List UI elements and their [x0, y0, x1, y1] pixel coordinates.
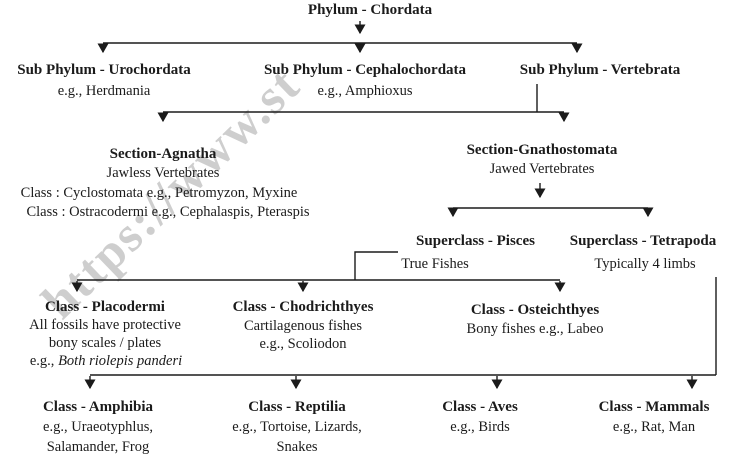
chodrichthyes-line1: Cartilagenous fishes	[244, 318, 362, 334]
placodermi-example-species: Both riolepis panderi	[58, 353, 183, 369]
cephalochordata-example: e.g., Amphioxus	[317, 83, 413, 99]
gnathostomata-subtitle: Jawed Vertebrates	[489, 161, 595, 177]
mammals-line1: e.g., Rat, Man	[612, 419, 696, 435]
agnatha-class-ostracodermi: Class : Ostracodermi e.g., Cephalaspis, …	[26, 204, 310, 220]
section-agnatha-label: Section-Agnatha	[109, 146, 217, 162]
osteichthyes-line1: Bony fishes e.g., Labeo	[466, 321, 604, 337]
reptilia-line1: e.g., Tortoise, Lizards,	[232, 419, 362, 435]
class-mammals-label: Class - Mammals	[598, 399, 710, 415]
class-osteichthyes-label: Class - Osteichthyes	[470, 302, 600, 318]
class-chodrichthyes-label: Class - Chodrichthyes	[232, 299, 374, 315]
subphylum-vertebrata-label: Sub Phylum - Vertebrata	[519, 62, 681, 78]
superclass-tetrapoda-label: Superclass - Tetrapoda	[569, 233, 717, 249]
placodermi-line1: All fossils have protective	[29, 317, 181, 333]
tetrapoda-subtitle: Typically 4 limbs	[594, 256, 696, 272]
pisces-bracket	[354, 251, 398, 280]
subphylum-urochordata-label: Sub Phylum - Urochordata	[17, 62, 191, 78]
placodermi-example-prefix: e.g.,	[29, 353, 59, 369]
urochordata-example: e.g., Herdmania	[57, 83, 151, 99]
reptilia-line2: Snakes	[276, 439, 318, 455]
chodrichthyes-line2: e.g., Scoliodon	[259, 336, 347, 352]
superclass-pisces-label: Superclass - Pisces	[416, 233, 535, 249]
section-gnathostomata-label: Section-Gnathostomata	[466, 142, 618, 158]
pisces-subtitle: True Fishes	[401, 256, 469, 272]
subphylum-cephalochordata-label: Sub Phylum - Cephalochordata	[263, 62, 467, 78]
aves-line1: e.g., Birds	[450, 419, 510, 435]
placodermi-example: e.g., Both riolepis panderi	[0, 353, 212, 369]
amphibia-line1: e.g., Uraeotyphlus,	[43, 419, 153, 435]
agnatha-subtitle: Jawless Vertebrates	[106, 165, 220, 181]
class-reptilia-label: Class - Reptilia	[248, 399, 346, 415]
agnatha-class-cyclostomata: Class : Cyclostomata e.g., Petromyzon, M…	[20, 185, 298, 201]
amphibia-line2: Salamander, Frog	[46, 439, 150, 455]
phylum-chordata-label: Phylum - Chordata	[307, 2, 433, 18]
class-aves-label: Class - Aves	[442, 399, 518, 415]
class-amphibia-label: Class - Amphibia	[42, 399, 154, 415]
class-placodermi-label: Class - Placodermi	[45, 299, 165, 315]
placodermi-line2: bony scales / plates	[48, 335, 162, 351]
